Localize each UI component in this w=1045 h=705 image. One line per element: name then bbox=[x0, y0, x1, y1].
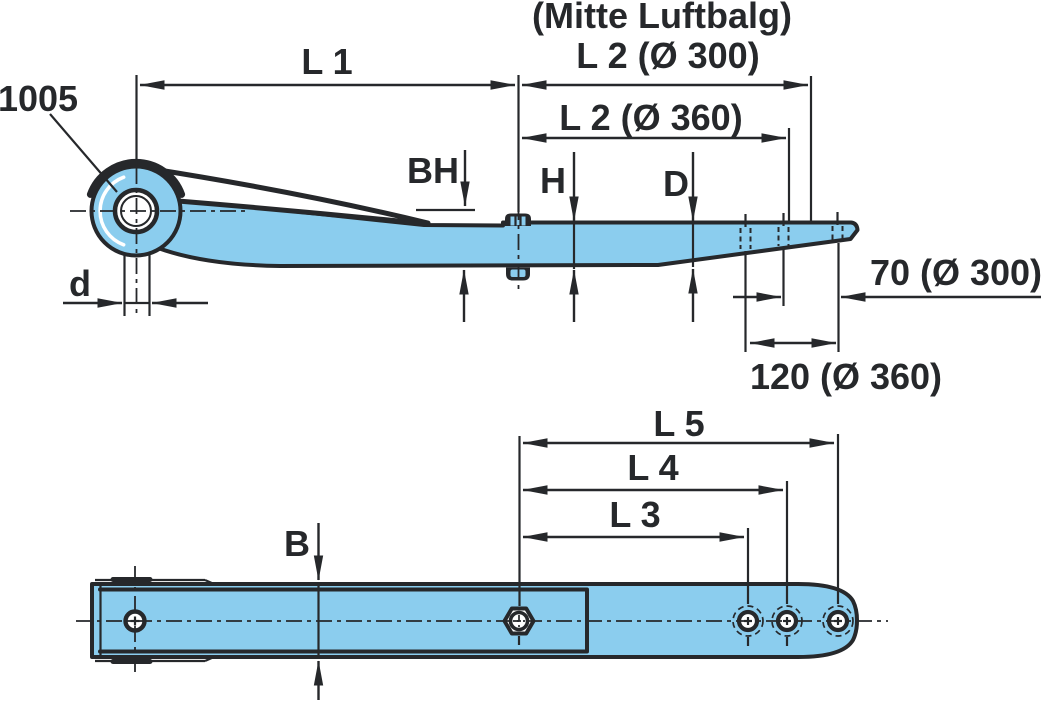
label-part-number: 1005 bbox=[0, 78, 78, 119]
label-l3: L 3 bbox=[609, 494, 660, 535]
center-bolt-side bbox=[505, 204, 531, 292]
label-l4: L 4 bbox=[627, 447, 678, 488]
label-offset-d300: 70 (Ø 300) bbox=[870, 252, 1042, 293]
label-mitte-luftbalg: (Mitte Luftbalg) bbox=[532, 0, 792, 36]
wrap-leaf-edges-bottom bbox=[95, 577, 215, 664]
bottom-view-dimensions: L 5 L 4 L 3 B bbox=[284, 403, 840, 700]
side-view: L 1 L 2 (Ø 300) (Mitte Luftbalg) L 2 (Ø … bbox=[0, 0, 1042, 397]
label-h: H bbox=[540, 160, 566, 201]
label-b: B bbox=[284, 523, 310, 564]
wrap-blade-top-edge bbox=[143, 165, 431, 226]
label-l5: L 5 bbox=[653, 403, 704, 444]
eye-hole-bottom bbox=[123, 566, 147, 676]
end-holes-side bbox=[739, 212, 844, 249]
bolt-head-facets bbox=[510, 216, 526, 226]
label-l1: L 1 bbox=[301, 41, 352, 82]
label-d-eye: d bbox=[69, 263, 91, 304]
label-offset-d360: 120 (Ø 360) bbox=[750, 356, 942, 397]
part-leader-line bbox=[49, 113, 118, 193]
label-l2-d300: L 2 (Ø 300) bbox=[576, 35, 759, 76]
label-bh: BH bbox=[407, 150, 459, 191]
label-l2-d360: L 2 (Ø 360) bbox=[559, 97, 742, 138]
label-d-end: D bbox=[663, 163, 689, 204]
side-view-dimensions: L 1 L 2 (Ø 300) (Mitte Luftbalg) L 2 (Ø … bbox=[0, 0, 1042, 397]
wrap-blade-bottom-edge bbox=[175, 198, 427, 226]
bottom-view: L 5 L 4 L 3 B bbox=[76, 403, 888, 700]
